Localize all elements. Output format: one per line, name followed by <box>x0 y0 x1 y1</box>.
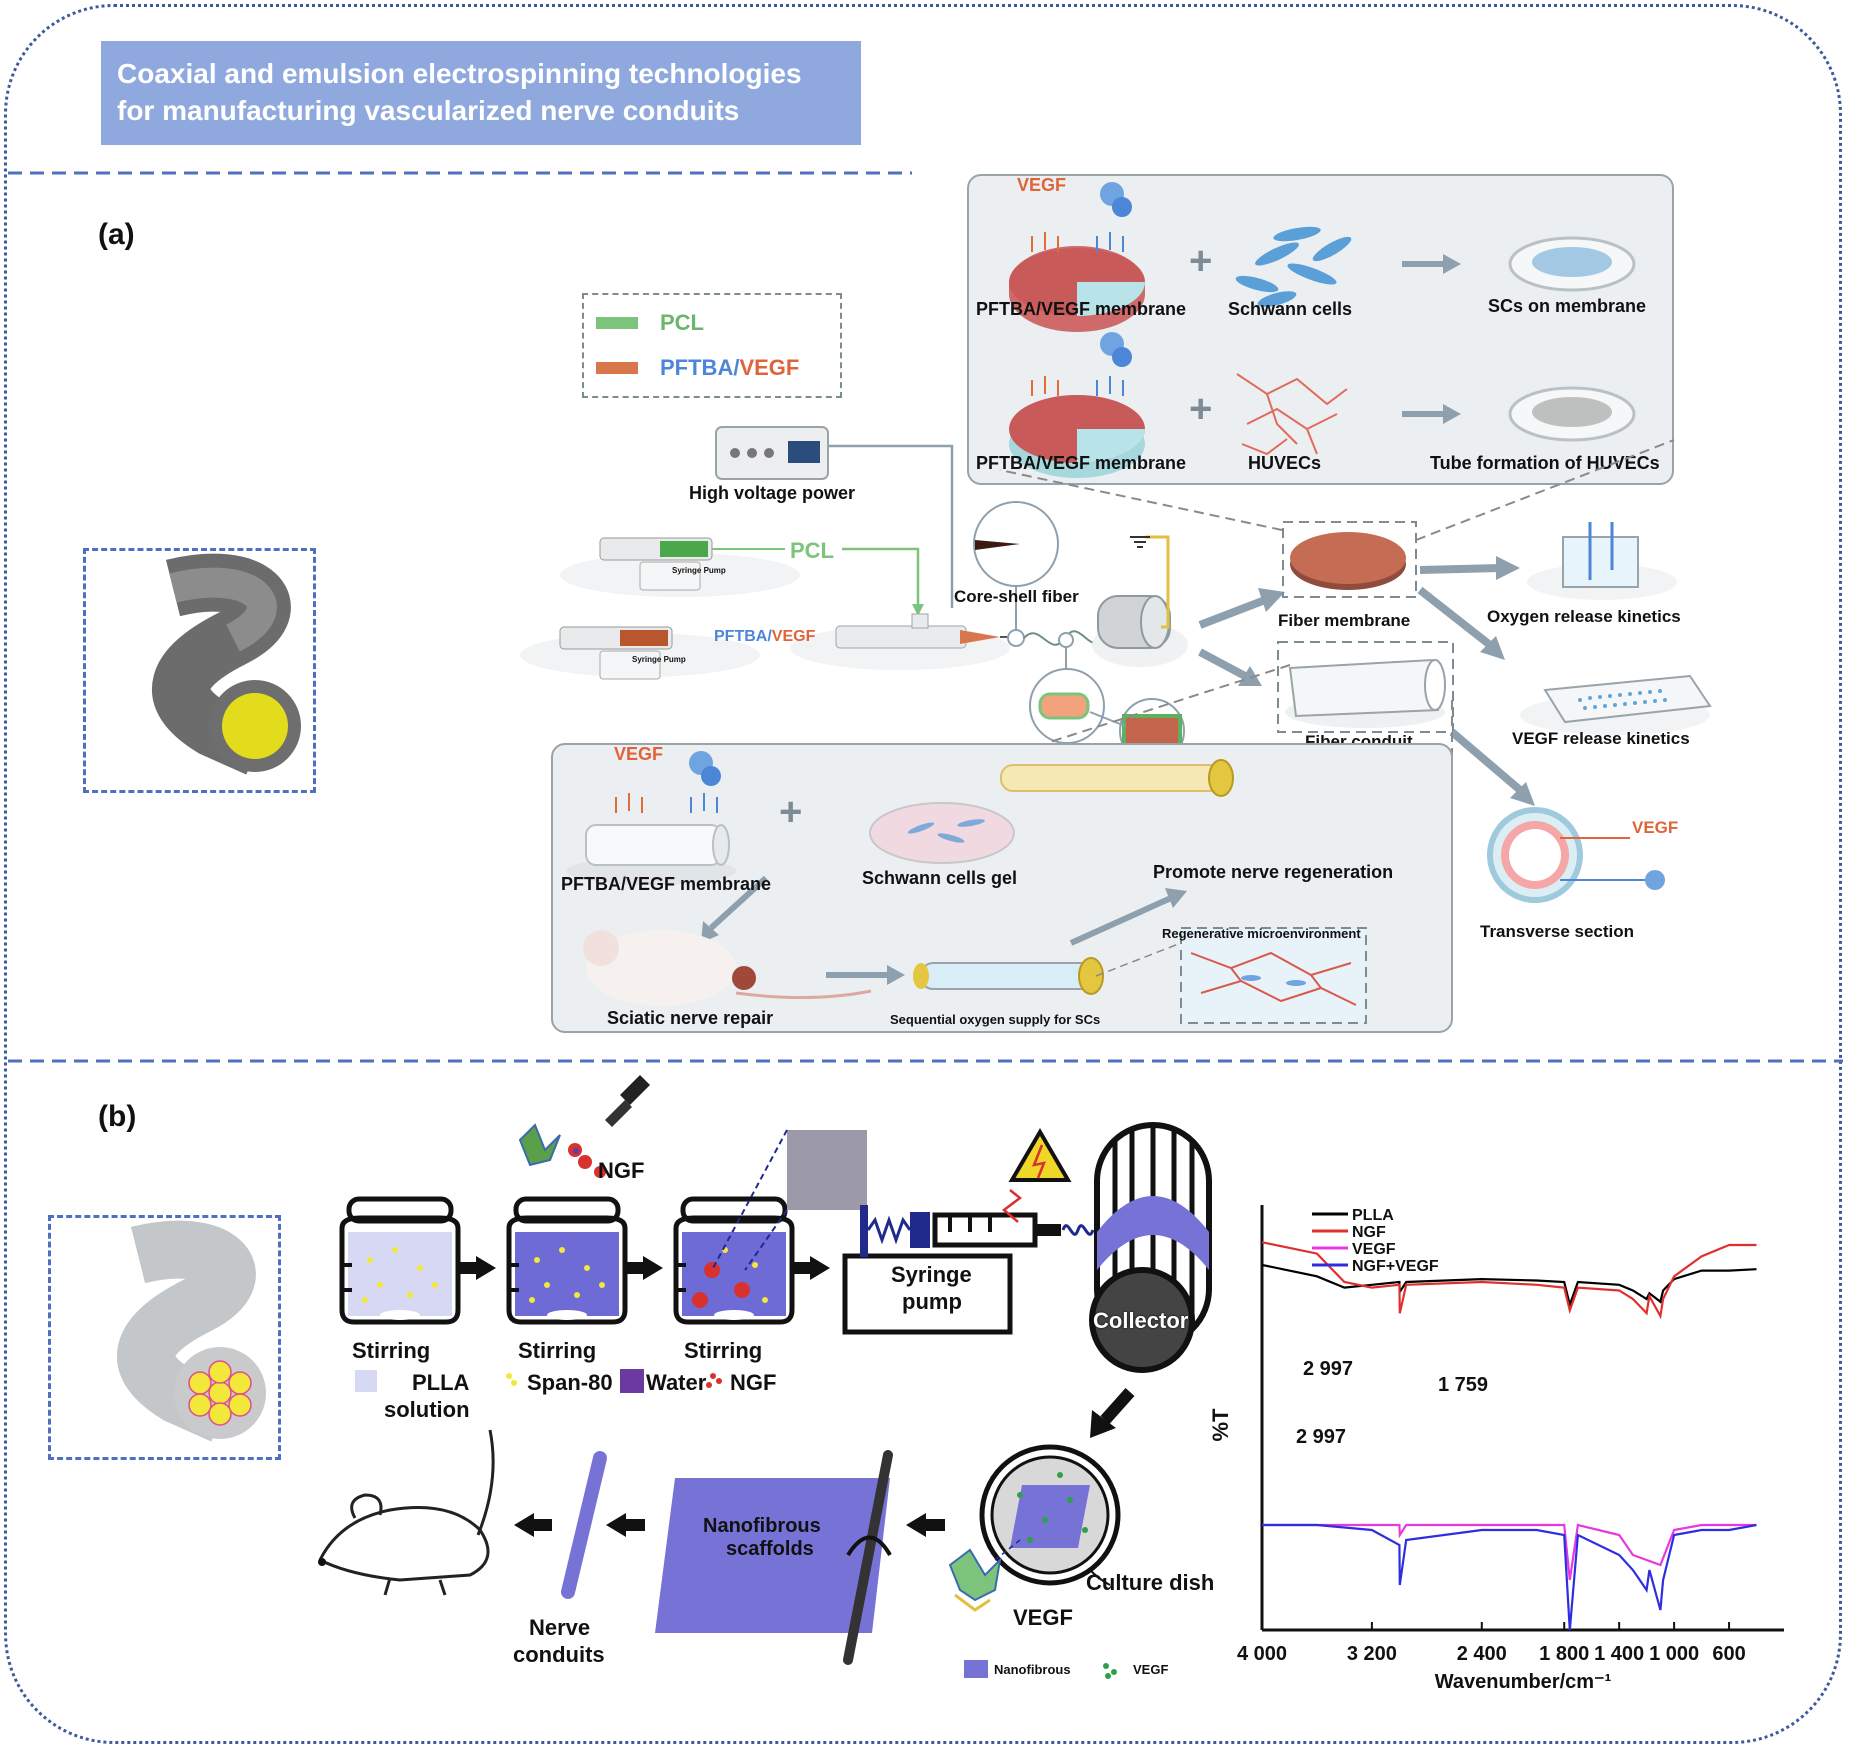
legend-label-0: PLLA <box>1352 1207 1394 1224</box>
high-voltage-label: High voltage power <box>689 483 856 503</box>
legend-vegf-label: VEGF <box>1133 1662 1169 1677</box>
emulsion-fiber-frame <box>48 1215 281 1460</box>
syringe-pump-label-2: Syringe Pump <box>632 655 686 664</box>
bottom-box-regen-micro: Regenerative microenvironment <box>1162 926 1361 941</box>
vegf-label: VEGF <box>1013 1605 1073 1630</box>
legend-pftba-vegf: PFTBA/VEGF <box>660 355 799 381</box>
bottom-box-vegf: VEGF <box>614 744 664 764</box>
top-box-vegf: VEGF <box>1017 175 1067 195</box>
conduits-label: conduits <box>513 1642 605 1667</box>
panel-a-label: (a) <box>98 218 135 251</box>
pump-label: pump <box>902 1289 962 1314</box>
page-title: Coaxial and emulsion electrospinning tec… <box>101 41 861 145</box>
transverse-vegf-label: VEGF <box>1632 818 1679 837</box>
pcl-swatch <box>596 317 638 329</box>
outer-frame <box>4 4 1842 1744</box>
y-axis-label: %T <box>1208 1408 1233 1442</box>
svg-text:+: + <box>1189 387 1212 431</box>
top-box-graphics: + + <box>1009 182 1636 478</box>
legend-slash: / <box>733 355 740 380</box>
transverse-label: Transverse section <box>1480 922 1635 941</box>
top-box-huvecs: HUVECs <box>1248 453 1322 473</box>
fiber-membrane-label: Fiber membrane <box>1278 611 1411 630</box>
stirring-label-1: Stirring <box>352 1338 431 1363</box>
oxygen-release-label: Oxygen release kinetics <box>1487 607 1681 626</box>
legend-label-2: VEGF <box>1352 1241 1396 1258</box>
legend-pcl: PCL <box>660 310 704 335</box>
vegf-line-text: VEGF <box>771 628 816 645</box>
span80-label: Span-80 <box>527 1370 613 1395</box>
x-tick-label-6: 600 <box>1712 1643 1745 1665</box>
emulsion-fiber-icon <box>117 1220 266 1442</box>
x-tick-label-2: 2 400 <box>1457 1643 1507 1665</box>
stirring-label-3: Stirring <box>684 1338 763 1363</box>
annotation-0: 2 997 <box>1303 1358 1353 1380</box>
core-shell-label: Core-shell fiber <box>954 587 1079 606</box>
plla-label: PLLA <box>412 1370 470 1395</box>
bottom-box-schwann-gel: Schwann cells gel <box>862 868 1018 888</box>
ngf-label: NGF <box>598 1158 645 1183</box>
top-box-membrane-2: PFTBA/VEGF membrane <box>976 453 1187 473</box>
coaxial-fiber-frame <box>83 548 316 793</box>
pftba-vegf-line-label: PFTBA/VEGF <box>714 628 816 645</box>
svg-text:+: + <box>1189 239 1212 283</box>
coaxial-fiber-icon <box>152 553 301 775</box>
vegf-release-label: VEGF release kinetics <box>1512 729 1690 748</box>
x-axis-label: Wavenumber/cm⁻¹ <box>1435 1671 1612 1693</box>
syringe-label: Syringe <box>891 1262 972 1287</box>
pcl-line-label: PCL <box>790 538 834 563</box>
stirring-label-2: Stirring <box>518 1338 597 1363</box>
bottom-box-sciatic: Sciatic nerve repair <box>607 1008 774 1028</box>
series-line-ngf <box>1261 1241 1757 1320</box>
x-tick-label-0: 4 000 <box>1237 1643 1287 1665</box>
annotation-1: 1 759 <box>1438 1374 1488 1396</box>
water-label: Water <box>646 1370 707 1395</box>
collector-label: Collector <box>1093 1308 1189 1333</box>
top-box-schwann: Schwann cells <box>1228 299 1353 319</box>
series-line-plla <box>1261 1263 1757 1309</box>
top-box-scs-on: SCs on membrane <box>1488 296 1647 316</box>
annotation-2: 2 997 <box>1296 1426 1346 1448</box>
culture-dish-label: Culture dish <box>1086 1570 1215 1595</box>
title-line-1: Coaxial and emulsion electrospinning tec… <box>117 58 802 89</box>
legend-nano-label: Nanofibrous <box>994 1662 1071 1677</box>
series-line-vegf <box>1262 1523 1757 1581</box>
panel-b-label: (b) <box>98 1100 137 1133</box>
syringe-pump-label-1: Syringe Pump <box>672 566 726 575</box>
legend-vegf: VEGF <box>739 355 800 380</box>
material-legend <box>582 293 842 398</box>
legend-pftba: PFTBA <box>660 355 734 380</box>
bottom-box-sequential: Sequential oxygen supply for SCs <box>890 1012 1101 1027</box>
svg-text:+: + <box>779 790 802 834</box>
solution-label: solution <box>384 1397 470 1422</box>
ngf-legend-label: NGF <box>730 1370 777 1395</box>
legend-label-1: NGF <box>1352 1224 1386 1241</box>
pftba-swatch <box>596 362 638 374</box>
bottom-box-membrane: PFTBA/VEGF membrane <box>561 874 772 894</box>
legend-label-3: NGF+VEGF <box>1352 1258 1439 1275</box>
top-box-membrane-1: PFTBA/VEGF membrane <box>976 299 1187 319</box>
x-tick-label-4: 1 400 <box>1594 1643 1644 1665</box>
x-tick-label-1: 3 200 <box>1347 1643 1397 1665</box>
title-line-2: for manufacturing vascularized nerve con… <box>117 95 740 126</box>
bottom-box-promote: Promote nerve regeneration <box>1153 862 1394 882</box>
x-tick-label-3: 1 800 <box>1539 1643 1589 1665</box>
nerve-label: Nerve <box>529 1615 591 1640</box>
nanofibrous-scaffolds-label: Nanofibrous scaffolds <box>703 1515 821 1560</box>
series-line-ngf-vegf <box>1262 1523 1757 1631</box>
x-tick-label-5: 1 000 <box>1649 1643 1699 1665</box>
pftba-line-text: PFTBA <box>714 628 768 645</box>
bottom-box-graphics: + <box>566 751 1367 1024</box>
